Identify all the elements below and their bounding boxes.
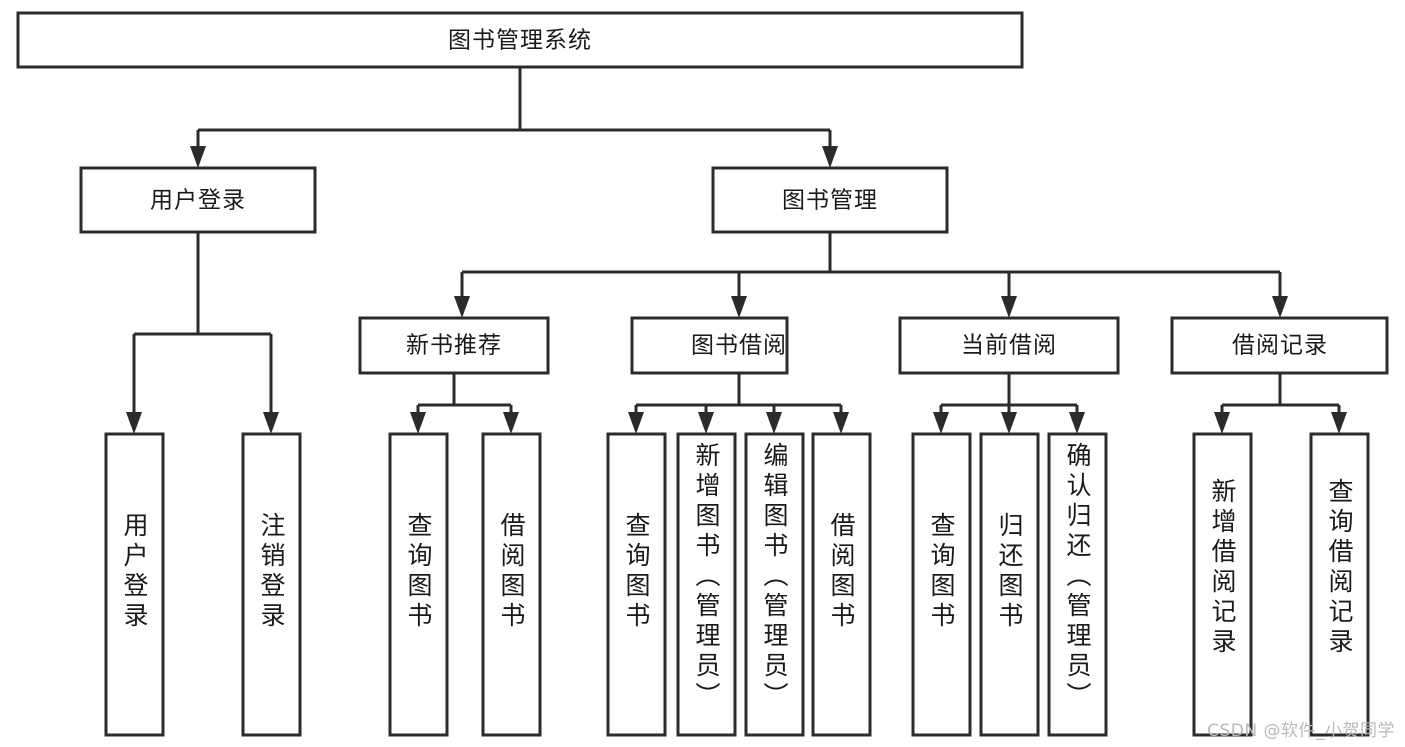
node-book-manage[interactable]: 图书管理 [711, 166, 949, 234]
node-new-book-recommend-label: 新书推荐 [406, 333, 502, 359]
connector-group-new-book-recommend [410, 373, 519, 434]
leaf-boxes-new-book-recommend [388, 432, 542, 737]
node-user-login[interactable]: 用户登录 [79, 166, 317, 234]
node-root[interactable]: 图书管理系统 [16, 11, 1024, 69]
node-new-book-recommend[interactable]: 新书推荐 [358, 316, 550, 375]
arrow-head-leaf-add-book [698, 412, 714, 434]
node-book-borrow[interactable]: 图书借阅 [630, 316, 789, 375]
arrow-head-new-book-recommend [454, 296, 470, 318]
leaf-boxes-user-login [104, 432, 302, 737]
arrow-head-leaf-user-login [126, 412, 142, 434]
arrow-head-borrow-record [1272, 296, 1288, 318]
connector-group-borrow-record [1214, 373, 1347, 434]
connector-group-user-login [126, 232, 279, 434]
arrow-head-leaf-add-record [1214, 412, 1230, 434]
node-user-login-label: 用户登录 [150, 188, 246, 214]
arrow-head-leaf-query-book-2 [628, 412, 644, 434]
leaf-box-confirm-return[interactable] [1047, 432, 1108, 737]
arrow-head-user-login [190, 146, 206, 168]
arrow-head-leaf-edit-book [766, 412, 782, 434]
leaf-box-add-book[interactable] [676, 432, 737, 737]
leaf-box-query-book-2[interactable] [606, 432, 667, 737]
arrow-head-leaf-query-book-3 [933, 412, 949, 434]
node-book-manage-label: 图书管理 [782, 188, 878, 214]
node-current-borrow-box[interactable] [898, 316, 1120, 375]
node-user-login-box[interactable] [79, 166, 317, 234]
leaf-box-query-book-3[interactable] [911, 432, 972, 737]
node-book-borrow-label: 图书借阅 [691, 333, 787, 359]
arrow-head-leaf-query-record [1331, 412, 1347, 434]
connector-group-book-manage [454, 232, 1288, 318]
leaf-box-logout-login[interactable] [241, 432, 302, 737]
leaf-box-query-record[interactable] [1309, 432, 1370, 737]
arrow-head-leaf-return-book [1001, 412, 1017, 434]
watermark-text: CSDN @软件_小贺同学 [1207, 721, 1395, 741]
node-new-book-recommend-box[interactable] [358, 316, 550, 375]
leaf-box-borrow-book-2[interactable] [811, 432, 872, 737]
node-book-manage-box[interactable] [711, 166, 949, 234]
connector-group-root [190, 67, 838, 168]
arrow-head-book-manage [822, 146, 838, 168]
node-borrow-record-label: 借阅记录 [1232, 333, 1328, 359]
connector-group-book-borrow [628, 373, 849, 434]
leaf-box-user-login[interactable] [104, 432, 165, 737]
leaf-boxes-current-borrow [911, 432, 1108, 737]
node-root-label: 图书管理系统 [448, 28, 592, 54]
node-root-box[interactable] [16, 11, 1024, 69]
leaf-boxes-book-borrow [606, 432, 872, 737]
leaf-boxes-borrow-record [1192, 432, 1370, 737]
node-book-borrow-box[interactable] [630, 316, 789, 375]
arrow-head-leaf-query-book-1 [410, 412, 426, 434]
leaf-box-add-record[interactable] [1192, 432, 1253, 737]
arrow-head-leaf-logout-login [263, 412, 279, 434]
connector-group-current-borrow [933, 373, 1085, 434]
arrow-head-current-borrow [1001, 296, 1017, 318]
leaf-box-return-book[interactable] [979, 432, 1040, 737]
arrow-head-book-borrow [731, 296, 747, 318]
node-current-borrow-label: 当前借阅 [961, 333, 1057, 359]
node-current-borrow[interactable]: 当前借阅 [898, 316, 1120, 375]
node-borrow-record[interactable]: 借阅记录 [1170, 316, 1389, 375]
arrow-head-leaf-confirm-return [1069, 412, 1085, 434]
leaf-box-edit-book[interactable] [744, 432, 805, 737]
arrow-head-leaf-borrow-book-2 [833, 412, 849, 434]
arrow-head-leaf-borrow-book-1 [503, 412, 519, 434]
leaf-box-query-book-1[interactable] [388, 432, 449, 737]
node-borrow-record-box[interactable] [1170, 316, 1389, 375]
leaf-box-borrow-book-1[interactable] [481, 432, 542, 737]
